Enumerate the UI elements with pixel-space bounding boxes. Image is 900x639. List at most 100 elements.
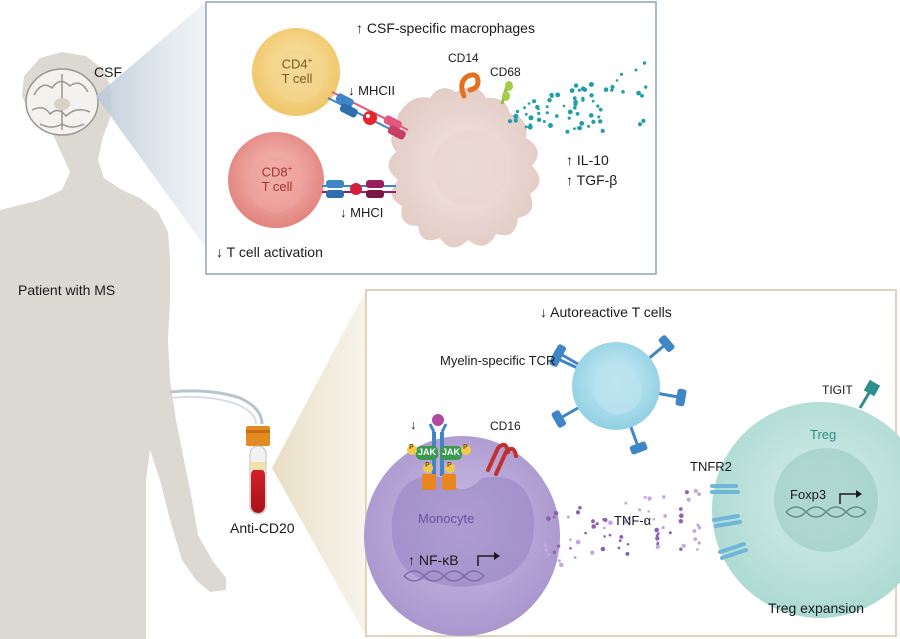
purple-cytokine-dot <box>602 518 605 521</box>
jak-down-arrow: ↓ <box>410 417 417 432</box>
csf-zoom-cone <box>96 2 206 248</box>
teal-cytokine-dot <box>642 61 647 65</box>
myelin-tcr-label: Myelin-specific TCR <box>440 353 556 368</box>
teal-cytokine-dot <box>573 102 578 107</box>
foxp3-arrowhead-icon <box>856 490 862 498</box>
tcr-arm <box>549 349 577 369</box>
tgfb-label: ↑ TGF-β <box>566 172 618 188</box>
teal-cytokine-dot <box>524 112 528 116</box>
purple-cytokine-dot <box>643 495 647 499</box>
teal-cytokine-dot <box>507 119 513 124</box>
phospho-p-4: P <box>447 462 452 469</box>
teal-cytokine-dot <box>515 109 520 114</box>
teal-cytokine-dot <box>575 112 580 116</box>
tnfr2-receptors <box>710 484 748 560</box>
mhcii-label: ↓ MHCII <box>348 83 395 98</box>
cd8-label-sup: + <box>287 164 293 173</box>
teal-cytokine-dot <box>588 82 594 87</box>
teal-cytokine-dot <box>640 93 644 98</box>
teal-cytokine-dot <box>537 111 541 115</box>
teal-cytokine-dot <box>615 79 619 82</box>
teal-cytokine-dot <box>513 113 519 119</box>
purple-cytokine-dot <box>644 519 647 523</box>
teal-cytokine-dot <box>555 114 559 118</box>
purple-cytokine-dot <box>662 495 666 499</box>
purple-cytokine-dot <box>569 538 572 541</box>
cd4-t-cell <box>252 28 340 116</box>
cd4-label-main: CD4 <box>281 56 308 72</box>
purple-cytokine-dot <box>696 548 699 551</box>
teal-cytokine-dot <box>572 96 577 101</box>
tcr-arm <box>629 426 648 455</box>
iv-line <box>169 389 264 425</box>
purple-cytokine-dot <box>552 515 556 519</box>
phospho-p-3: P <box>425 462 430 469</box>
patient-silhouette <box>0 52 226 639</box>
teal-cytokine-dot <box>532 99 537 104</box>
purple-cytokine-dot <box>657 532 660 535</box>
purple-cytokine-dot <box>552 550 557 555</box>
purple-cytokine-dot <box>638 508 642 512</box>
nfkb-arrowhead-icon <box>494 552 500 560</box>
purple-cytokine-dot <box>602 526 606 530</box>
teal-cytokine-dot <box>591 119 596 124</box>
foxp3-arrow-icon <box>839 493 856 504</box>
tnfa-label: TNF-α <box>614 513 652 528</box>
teal-cytokine-dot <box>596 104 600 108</box>
teal-cytokine-dot <box>610 84 615 90</box>
purple-cytokine-dot <box>627 517 631 520</box>
purple-cytokine-dot <box>624 501 628 505</box>
purple-cytokine-dot <box>684 490 690 495</box>
purple-cytokine-dot <box>575 510 581 515</box>
purple-cytokine-dot <box>544 548 549 553</box>
purple-cytokine-dot <box>678 519 683 524</box>
purple-cytokine-dot <box>547 553 550 556</box>
phospho-p-1: P <box>409 444 414 451</box>
teal-cytokine-dot <box>621 90 625 94</box>
teal-cytokine-dot <box>600 128 605 133</box>
jak-left-label: JAK <box>418 447 437 457</box>
purple-cytokine-dot <box>553 511 559 516</box>
purple-cytokine-dot <box>595 522 599 526</box>
teal-cytokine-dot <box>636 90 641 96</box>
purple-cytokine-dot <box>623 519 628 524</box>
blood-zoom-cone <box>272 290 366 636</box>
purple-cytokine-dot <box>679 513 684 518</box>
monocyte-label: Monocyte <box>418 511 475 526</box>
purple-cytokine-dot <box>557 559 561 563</box>
teal-cytokine-dot <box>634 68 638 72</box>
foxp3-label: Foxp3 <box>790 487 827 502</box>
teal-cytokine-dot <box>523 106 526 110</box>
purple-cytokine-dot <box>573 556 577 559</box>
purple-cytokine-dot <box>647 496 652 501</box>
purple-cytokine-dot <box>654 527 659 533</box>
dna-helix-foxp3 <box>785 506 867 518</box>
cd8-label-sub: T cell <box>261 179 293 195</box>
cytokine-dots-purple <box>543 488 702 568</box>
teal-cytokine-dot <box>598 107 603 112</box>
purple-cytokine-dot <box>625 551 630 556</box>
blood-tube-icon <box>246 426 270 515</box>
tcr-arm <box>551 406 579 428</box>
mhci-label: ↓ MHCI <box>340 205 384 220</box>
purple-cytokine-dot <box>663 514 667 518</box>
tnfr2-label: TNFR2 <box>690 459 732 474</box>
purple-cytokine-dot <box>566 515 570 519</box>
cd4-label-sub: T cell <box>281 71 313 87</box>
treg-cell <box>712 402 900 618</box>
teal-cytokine-dot <box>619 72 624 76</box>
purple-cytokine-dot <box>608 533 612 537</box>
purple-cytokine-dot <box>557 544 561 548</box>
teal-cytokine-dot <box>567 116 571 120</box>
anti-cd20-label: Anti-CD20 <box>230 520 295 536</box>
cd14-label: CD14 <box>448 51 479 65</box>
teal-cytokine-dot <box>598 119 603 124</box>
teal-cytokine-dot <box>588 113 594 118</box>
nfkb-label: ↑ NF-κB <box>408 552 459 568</box>
teal-cytokine-dot <box>535 104 540 110</box>
monocyte-cell <box>364 436 560 636</box>
cd4-label: CD4+ T cell <box>272 56 322 87</box>
macrophage-cell <box>388 87 540 248</box>
purple-cytokine-dot <box>617 546 621 550</box>
